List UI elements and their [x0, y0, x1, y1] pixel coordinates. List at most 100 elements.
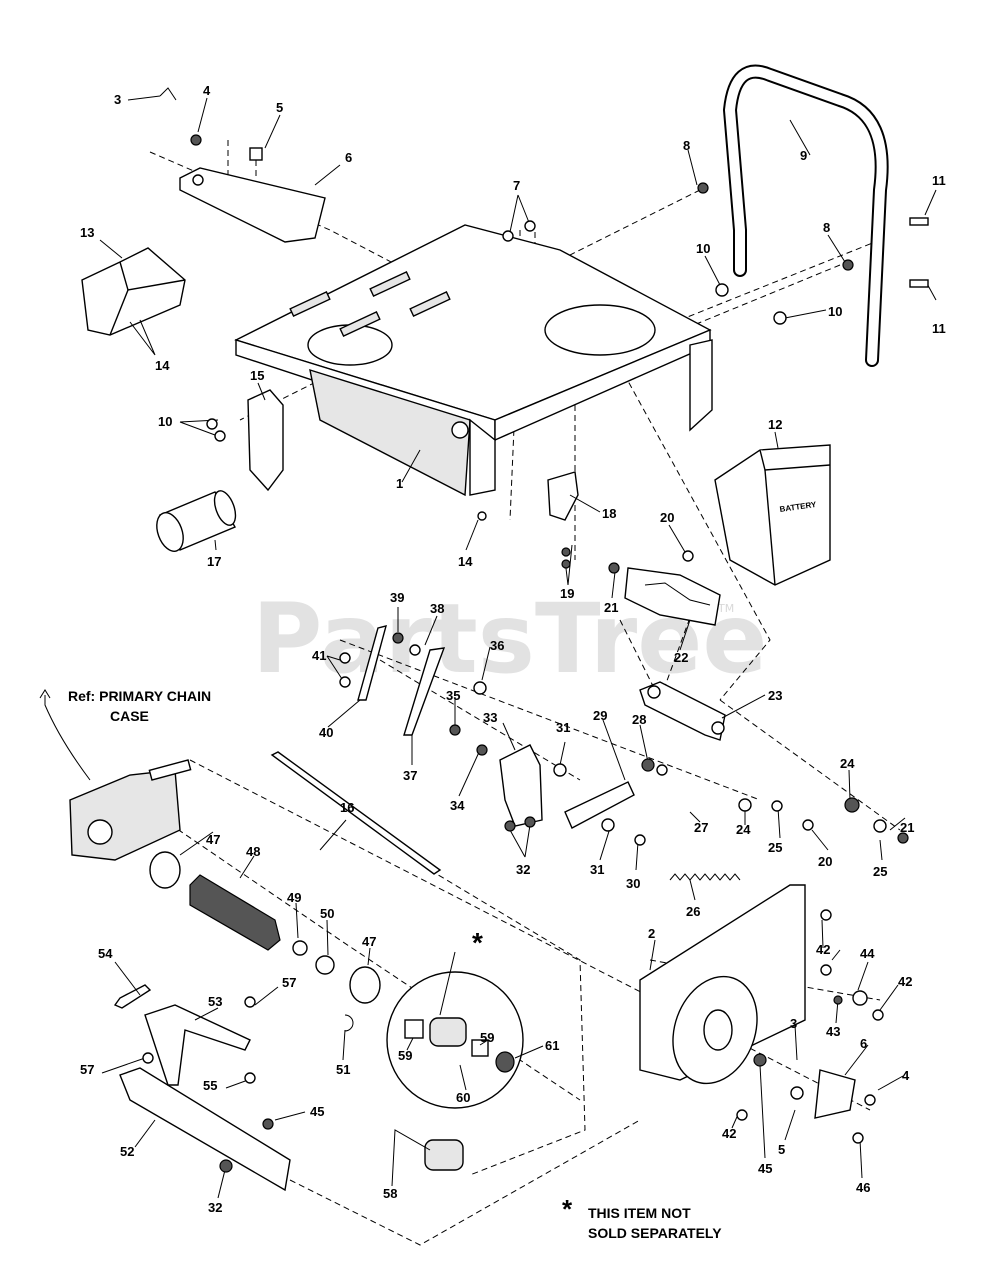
part-number: 25 [768, 840, 782, 855]
part-number: 27 [694, 820, 708, 835]
part-number: 42 [898, 974, 912, 989]
part-number: 38 [430, 601, 444, 616]
part-number: 16 [340, 800, 354, 815]
part-number: 12 [768, 417, 782, 432]
part-number: 22 [674, 650, 688, 665]
part-number: 10 [696, 241, 710, 256]
part-number: 46 [856, 1180, 870, 1195]
part-number: 24 [736, 822, 751, 837]
part-number: 60 [456, 1090, 470, 1105]
detail-marker: * [472, 927, 483, 958]
part-number: 44 [860, 946, 875, 961]
part-number: 36 [490, 638, 504, 653]
part-number: 59 [398, 1048, 412, 1063]
part-number: 40 [319, 725, 333, 740]
part-number: 21 [604, 600, 618, 615]
part-number: 43 [826, 1024, 840, 1039]
part-number: 13 [80, 225, 94, 240]
part-number: 7 [513, 178, 520, 193]
note-line-2: SOLD SEPARATELY [588, 1225, 722, 1241]
part-number: 4 [203, 83, 211, 98]
part-number: 49 [287, 890, 301, 905]
part-number: 34 [450, 798, 465, 813]
part-number: 57 [282, 975, 296, 990]
part-number: 32 [208, 1200, 222, 1215]
part-number: 50 [320, 906, 334, 921]
part-13-cover [81, 247, 186, 336]
part-40-lever [357, 625, 387, 701]
part-number: 19 [560, 586, 574, 601]
part-number: 47 [206, 832, 220, 847]
part-number: 32 [516, 862, 530, 877]
part-2-plate [639, 884, 806, 1085]
part-number: 17 [207, 554, 221, 569]
part-number: 35 [446, 688, 460, 703]
part-number: 55 [203, 1078, 217, 1093]
part-51-ring [344, 1014, 354, 1032]
part-number: 8 [823, 220, 830, 235]
main-frame [234, 224, 713, 497]
reference-line-1: Ref: PRIMARY CHAIN [68, 688, 211, 704]
part-15-bracket [247, 389, 284, 492]
part-number: 4 [902, 1068, 910, 1083]
part-number: 14 [155, 358, 170, 373]
part-number: 25 [873, 864, 887, 879]
part-number: 21 [900, 820, 914, 835]
part-number: 58 [383, 1186, 397, 1201]
part-number: 45 [758, 1161, 772, 1176]
part-number: 23 [768, 688, 782, 703]
part-number: 2 [648, 926, 655, 941]
part-23-bracket [639, 681, 726, 741]
part-number: 14 [458, 554, 473, 569]
part-number: 29 [593, 708, 607, 723]
part-53-arm [144, 1004, 251, 1086]
part-number: 42 [816, 942, 830, 957]
part-47-clamp [149, 851, 181, 889]
part-29-plate [564, 781, 635, 829]
part-number: 33 [483, 710, 497, 725]
part-number: 42 [722, 1126, 736, 1141]
part-number: 47 [362, 934, 376, 949]
part-54-rod [113, 984, 152, 1009]
part-16-rod [270, 751, 442, 875]
part-58-sprocket [424, 1139, 464, 1171]
part-number: 6 [860, 1036, 867, 1051]
part-49-washer [292, 940, 308, 956]
part-number: 61 [545, 1038, 559, 1053]
part-12-battery-cover: BATTERY [714, 444, 831, 586]
note-asterisk: * [562, 1194, 573, 1224]
part-number: 3 [790, 1016, 797, 1031]
part-number: 10 [828, 304, 842, 319]
part-number: 6 [345, 150, 352, 165]
part-22-plate [624, 567, 721, 626]
part-number: 30 [626, 876, 640, 891]
hardware-fasteners [142, 182, 929, 1173]
part-number: 26 [686, 904, 700, 919]
part-number: 5 [778, 1142, 785, 1157]
part-number: 20 [660, 510, 674, 525]
part-number: 37 [403, 768, 417, 783]
part-52-bracket [119, 1067, 291, 1192]
part-number: 31 [590, 862, 604, 877]
part-number: 48 [246, 844, 260, 859]
reference-line-2: CASE [110, 708, 149, 724]
part-48-boot [189, 874, 281, 951]
part-33-bracket [499, 744, 543, 827]
part-number: 52 [120, 1144, 134, 1159]
part-number: 3 [114, 92, 121, 107]
part-18-bracket [547, 471, 579, 521]
part-number-labels: 3 4 5 6 7 8 9 11 8 10 10 11 12 13 14 15 … [80, 83, 946, 1215]
primary-chain-case [69, 759, 192, 861]
part-number: 39 [390, 590, 404, 605]
part-number: 54 [98, 946, 113, 961]
part-17-tube [156, 490, 237, 552]
part-number: 10 [158, 414, 172, 429]
part-number: 24 [840, 756, 855, 771]
part-number: 11 [932, 173, 946, 188]
part-number: 1 [396, 476, 403, 491]
part-26-spring [669, 873, 741, 881]
part-number: 9 [800, 148, 807, 163]
part-number: 5 [276, 100, 283, 115]
part-number: 11 [932, 321, 946, 336]
